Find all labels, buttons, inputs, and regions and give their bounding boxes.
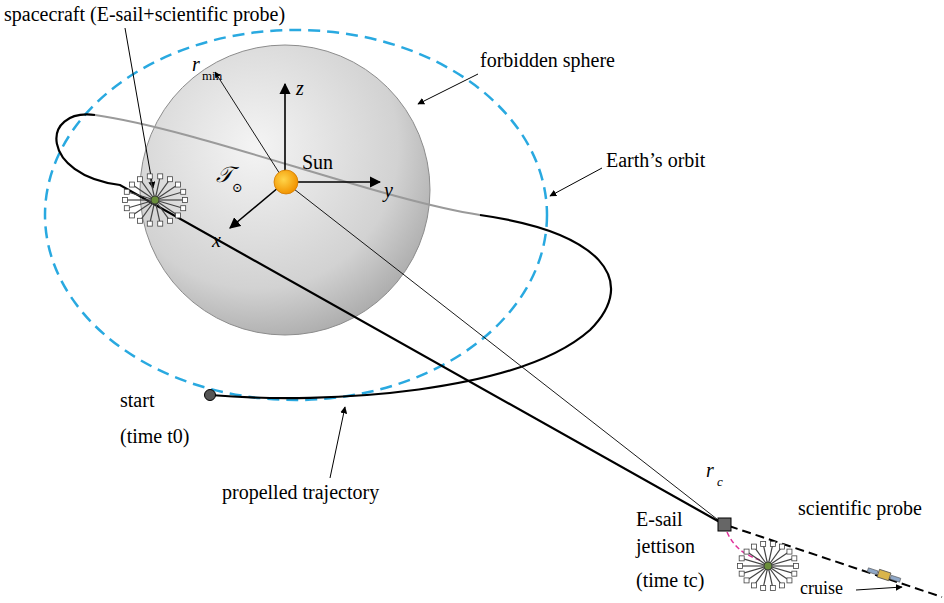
tether-tip: [147, 221, 152, 226]
tether-tip: [181, 189, 186, 194]
tether-tip: [175, 213, 180, 218]
tether-stroke: [155, 192, 183, 200]
symbol-label: r: [706, 458, 714, 482]
point-label: E-sail jettison: [636, 506, 716, 560]
tether-tip: [158, 221, 163, 226]
title-callout: spacecraft (E-sail+scientific probe): [4, 2, 285, 26]
tether-tip: [124, 189, 129, 194]
tether-tip: [158, 174, 163, 179]
tether-tip: [761, 586, 766, 591]
symbol-label: 𝒯: [216, 162, 233, 188]
axis-label: z: [296, 76, 304, 100]
tether-tip: [780, 544, 785, 549]
hub: [764, 562, 772, 570]
tether-tip: [752, 544, 757, 549]
part-label: cruise: [800, 578, 843, 600]
leader-arrow: [418, 74, 478, 104]
tether-tip: [744, 578, 749, 583]
leader-arrow: [856, 587, 902, 590]
axis-label: y: [384, 178, 393, 202]
sun-symbol: [274, 170, 298, 194]
point-label: (time tc): [636, 568, 704, 592]
hidden-trajectory: [95, 115, 480, 215]
tether-tip: [794, 564, 799, 569]
tether-tip: [770, 586, 775, 591]
tether-stroke: [127, 200, 155, 208]
tether-tip: [183, 198, 188, 203]
jettison-path: [727, 532, 760, 560]
point-label: start: [120, 388, 154, 412]
part-label: propelled trajectory: [222, 480, 379, 504]
jettison-point: [718, 518, 731, 531]
earth-orbit: [45, 30, 547, 400]
propelled-trajectory: [210, 215, 611, 398]
propelled-trajectory: [56, 114, 725, 525]
part-label: Sun: [302, 150, 333, 174]
spacecraft-icon: [123, 174, 188, 226]
tether-tip: [181, 206, 186, 211]
tether-tip: [792, 556, 797, 561]
start-point: [205, 390, 216, 401]
tether-tip: [124, 206, 129, 211]
symbol-subscript: min: [202, 68, 222, 84]
symbol-subscript: c: [717, 474, 723, 490]
part-label: scientific probe: [798, 496, 922, 520]
symbol-label: r: [192, 52, 200, 76]
tether-tip: [744, 549, 749, 554]
part-label: Earth’s orbit: [606, 148, 705, 172]
tether-tip: [130, 182, 135, 187]
forbidden-sphere: [140, 45, 430, 335]
leader-arrow: [330, 407, 345, 478]
y-axis: [285, 181, 380, 183]
hub: [151, 196, 159, 204]
tether-stroke: [155, 199, 185, 200]
tether-tip: [752, 583, 757, 588]
esail-icon: [738, 541, 799, 590]
tether-tip: [168, 177, 173, 182]
tether-tip: [739, 571, 744, 576]
tether-tip: [138, 177, 143, 182]
tether-stroke: [125, 199, 155, 200]
z-axis: [284, 84, 286, 182]
tether-tip: [138, 218, 143, 223]
leader-arrow: [125, 28, 153, 188]
leader-arrow: [550, 168, 602, 196]
tether-tip: [787, 549, 792, 554]
tether-tip: [770, 541, 775, 546]
tether-stroke: [127, 192, 155, 200]
tether-tip: [780, 583, 785, 588]
tether-tip: [792, 571, 797, 576]
part-label: forbidden sphere: [480, 48, 615, 72]
tether-tip: [123, 198, 128, 203]
symbol-subscript: ⊙: [232, 180, 243, 196]
tether-tip: [130, 213, 135, 218]
tether-tip: [738, 564, 743, 569]
rc-line: [285, 182, 722, 523]
tether-tip: [168, 218, 173, 223]
tether-tip: [787, 578, 792, 583]
tether-tip: [147, 174, 152, 179]
tether-stroke: [155, 200, 183, 208]
tether-tip: [761, 541, 766, 546]
point-label: (time t0): [120, 424, 189, 448]
axis-label: x: [212, 228, 221, 252]
probe-icon: [867, 566, 902, 584]
tether-tip: [739, 556, 744, 561]
tether-tip: [175, 182, 180, 187]
